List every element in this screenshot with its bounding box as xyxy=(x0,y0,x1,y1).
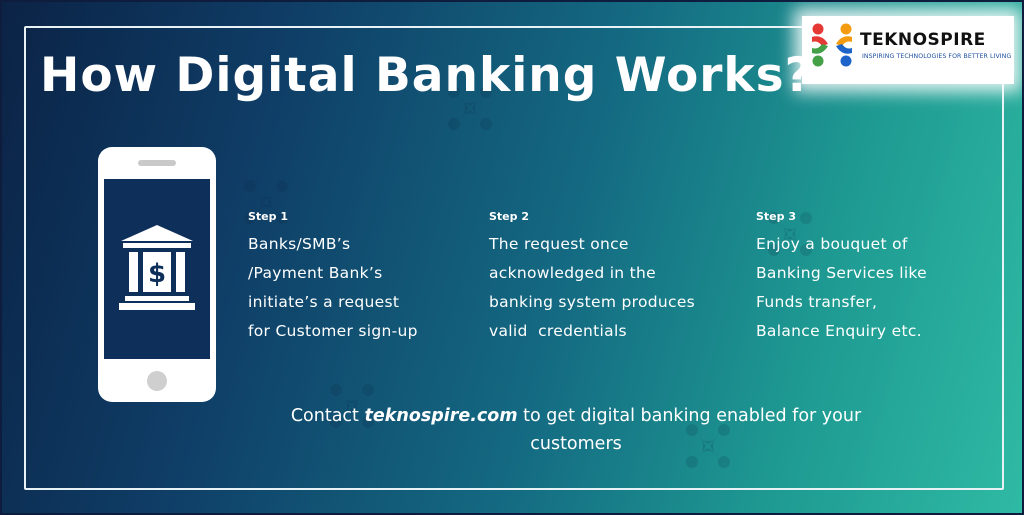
phone-illustration: $ xyxy=(98,147,216,402)
step-text-line: valid credentials xyxy=(489,322,627,340)
step-text-line: Banks/SMB’s xyxy=(248,235,351,253)
teknospire-logo: TEKNOSPIRE INSPIRING TECHNOLOGIES FOR BE… xyxy=(802,16,1014,84)
step-text-line: banking system produces xyxy=(489,293,696,311)
step-text-line: Banking Services like xyxy=(756,264,927,282)
contact-message: Contact teknospire.com to get digital ba… xyxy=(247,402,905,458)
step-text-line: Funds transfer, xyxy=(756,293,878,311)
step-text-line: for Customer sign-up xyxy=(248,322,418,340)
website-link[interactable]: teknospire.com xyxy=(364,406,518,426)
page-title: How Digital Banking Works? xyxy=(40,48,813,103)
step-1: Step 1 Banks/SMB’s /Payment Bank’s initi… xyxy=(248,210,418,346)
logo-name: TEKNOSPIRE xyxy=(860,30,986,50)
step-2: Step 2 The request once acknowledged in … xyxy=(489,210,695,346)
step-3: Step 3 Enjoy a bouquet of Banking Servic… xyxy=(756,210,927,346)
contact-prefix: Contact xyxy=(290,406,365,426)
content-frame xyxy=(24,26,1004,490)
step-text-line: /Payment Bank’s xyxy=(248,264,383,282)
logo-tagline: INSPIRING TECHNOLOGIES FOR BETTER LIVING xyxy=(862,53,1012,60)
phone-screen: $ xyxy=(104,179,210,359)
contact-line-2: customers xyxy=(530,434,622,454)
step-text-line: The request once xyxy=(489,235,629,253)
contact-line-1: Contact teknospire.com to get digital ba… xyxy=(247,402,905,430)
bank-building-icon: $ xyxy=(119,225,195,310)
step-label: Step 1 xyxy=(248,210,288,223)
step-text-line: acknowledged in the xyxy=(489,264,656,282)
step-text-line: initiate’s a request xyxy=(248,293,400,311)
contact-suffix: to get digital banking enabled for your xyxy=(517,406,862,426)
step-text-line: Enjoy a bouquet of xyxy=(756,235,908,253)
dollar-symbol: $ xyxy=(148,259,166,289)
phone-home-button xyxy=(147,371,167,391)
phone-speaker xyxy=(138,160,176,166)
step-label: Step 2 xyxy=(489,210,529,223)
step-text-line: Balance Enquiry etc. xyxy=(756,322,922,340)
step-label: Step 3 xyxy=(756,210,796,223)
four-people-circle-icon xyxy=(812,23,852,67)
